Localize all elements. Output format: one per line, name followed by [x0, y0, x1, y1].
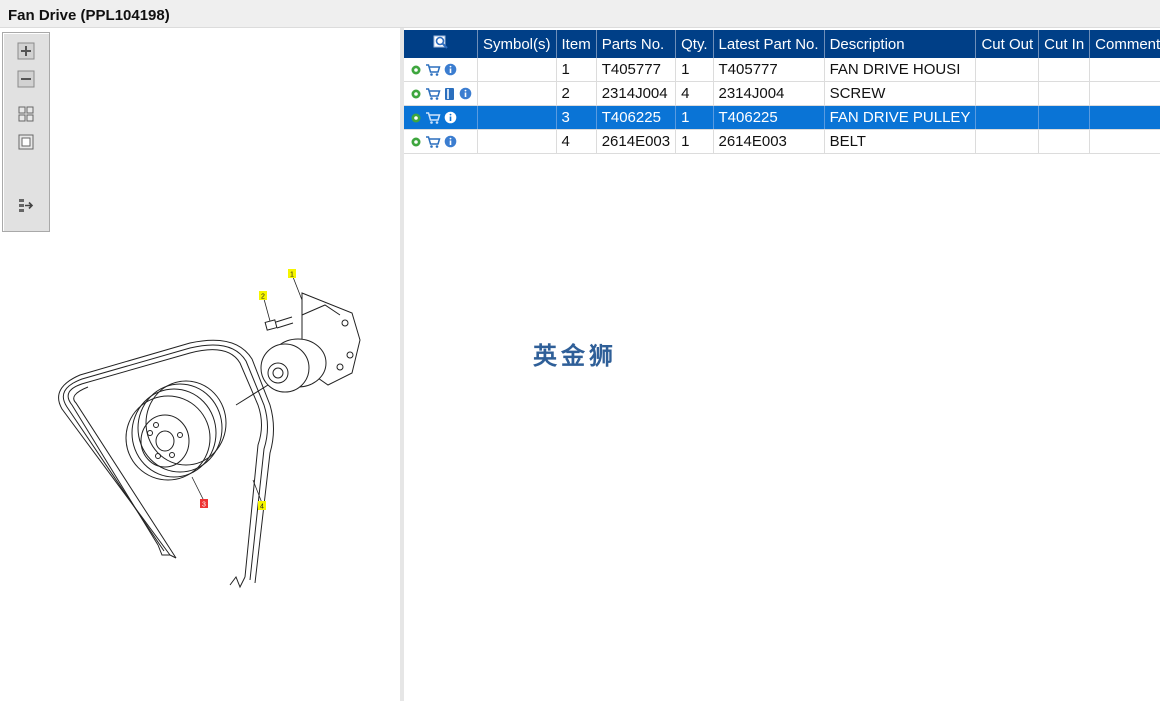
column-header-symbols[interactable]: Symbol(s): [477, 30, 557, 58]
description-cell: FAN DRIVE HOUSI: [824, 58, 977, 82]
column-header-qty[interactable]: Qty.: [675, 30, 714, 58]
cart-icon[interactable]: [425, 87, 441, 100]
qty-cell: 1: [675, 105, 714, 130]
row-actions: [404, 105, 478, 130]
callout-4[interactable]: 4: [258, 501, 266, 511]
info-icon[interactable]: [444, 135, 457, 148]
column-header-parts-no[interactable]: Parts No.: [596, 30, 677, 58]
callout-label: 2: [261, 294, 265, 301]
column-header-cut-in[interactable]: Cut In: [1038, 30, 1091, 58]
latest-part-no-cell: T406225: [713, 105, 825, 130]
description-cell: BELT: [824, 129, 977, 154]
table-row[interactable]: 2 2314J004 4 2314J004 SCREW: [404, 81, 1160, 106]
search-icon[interactable]: [433, 34, 449, 50]
comment-cell: [1089, 105, 1160, 130]
table-row-selected[interactable]: 3 T406225 1 T406225 FAN DRIVE PULLEY: [404, 105, 1160, 130]
column-header-cut-out[interactable]: Cut Out: [975, 30, 1040, 58]
callout-label: 1: [290, 272, 294, 279]
housing-drawing: [235, 292, 361, 406]
info-icon[interactable]: [444, 63, 457, 76]
column-header-comment[interactable]: Comment: [1089, 30, 1160, 58]
zoom-out-icon[interactable]: [17, 70, 35, 88]
cut-in-cell: [1038, 58, 1091, 82]
gear-icon[interactable]: [410, 64, 422, 76]
info-icon[interactable]: [444, 111, 457, 124]
column-header-description[interactable]: Description: [824, 30, 977, 58]
column-header-item[interactable]: Item: [556, 30, 597, 58]
comment-cell: [1089, 81, 1160, 106]
description-cell: FAN DRIVE PULLEY: [824, 105, 977, 130]
latest-part-no-cell: T405777: [713, 58, 825, 82]
screw-drawing: [264, 316, 294, 331]
symbols-cell: [477, 105, 557, 130]
book-icon[interactable]: [444, 87, 456, 101]
cart-icon[interactable]: [425, 111, 441, 124]
pulley-drawing: [125, 380, 227, 481]
table-header-row: Symbol(s) Item Parts No. Qty. Latest Par…: [404, 30, 1160, 58]
pane-splitter[interactable]: [400, 28, 404, 701]
fit-all-icon[interactable]: [17, 105, 35, 123]
qty-cell: 1: [675, 129, 714, 154]
symbols-cell: [477, 129, 557, 154]
symbols-cell: [477, 81, 557, 106]
cut-out-cell: [975, 105, 1040, 130]
table-row[interactable]: 1 T405777 1 T405777 FAN DRIVE HOUSI: [404, 58, 1160, 82]
cut-out-cell: [975, 58, 1040, 82]
title-bar: Fan Drive (PPL104198): [0, 0, 1160, 28]
parts-table: Symbol(s) Item Parts No. Qty. Latest Par…: [404, 30, 1160, 154]
table-row[interactable]: 4 2614E003 1 2614E003 BELT: [404, 129, 1160, 154]
cut-in-cell: [1038, 105, 1091, 130]
item-cell: 3: [556, 105, 597, 130]
cart-icon[interactable]: [425, 63, 441, 76]
qty-cell: 1: [675, 58, 714, 82]
cut-in-cell: [1038, 81, 1091, 106]
cut-out-cell: [975, 81, 1040, 106]
callout-label: 3: [202, 502, 206, 509]
column-header-latest-part-no[interactable]: Latest Part No.: [713, 30, 825, 58]
qty-cell: 4: [675, 81, 714, 106]
callout-label: 4: [260, 504, 264, 511]
gear-icon[interactable]: [410, 136, 422, 148]
callout-3[interactable]: 3: [200, 499, 208, 509]
comment-cell: [1089, 129, 1160, 154]
item-cell: 1: [556, 58, 597, 82]
watermark: 英金狮: [533, 342, 617, 370]
description-cell: SCREW: [824, 81, 977, 106]
gear-icon[interactable]: [410, 112, 422, 124]
latest-part-no-cell: 2314J004: [713, 81, 825, 106]
parts-no-cell: T406225: [596, 105, 677, 130]
column-header-actions[interactable]: [404, 30, 478, 58]
gear-icon[interactable]: [410, 88, 422, 100]
callout-2[interactable]: 2: [259, 291, 267, 301]
row-actions: [404, 81, 478, 106]
parts-list-pane: Symbol(s) Item Parts No. Qty. Latest Par…: [404, 28, 1160, 701]
belt-drawing: [58, 339, 274, 589]
diagram-toolbar: [2, 32, 50, 232]
row-actions: [404, 129, 478, 154]
callout-1[interactable]: 1: [288, 269, 296, 279]
cut-in-cell: [1038, 129, 1091, 154]
leader-lines: [191, 276, 303, 504]
exploded-parts-diagram: 1 2 3 4: [58, 269, 361, 589]
symbols-cell: [477, 58, 557, 82]
cut-out-cell: [975, 129, 1040, 154]
comment-cell: [1089, 58, 1160, 82]
row-actions: [404, 58, 478, 82]
item-cell: 4: [556, 129, 597, 154]
info-icon[interactable]: [459, 87, 472, 100]
export-icon[interactable]: [17, 196, 35, 214]
item-cell: 2: [556, 81, 597, 106]
cart-icon[interactable]: [425, 135, 441, 148]
window-title: Fan Drive (PPL104198): [8, 7, 170, 24]
parts-no-cell: T405777: [596, 58, 677, 82]
latest-part-no-cell: 2614E003: [713, 129, 825, 154]
fit-window-icon[interactable]: [17, 133, 35, 151]
parts-no-cell: 2614E003: [596, 129, 677, 154]
zoom-in-icon[interactable]: [17, 42, 35, 60]
parts-no-cell: 2314J004: [596, 81, 677, 106]
